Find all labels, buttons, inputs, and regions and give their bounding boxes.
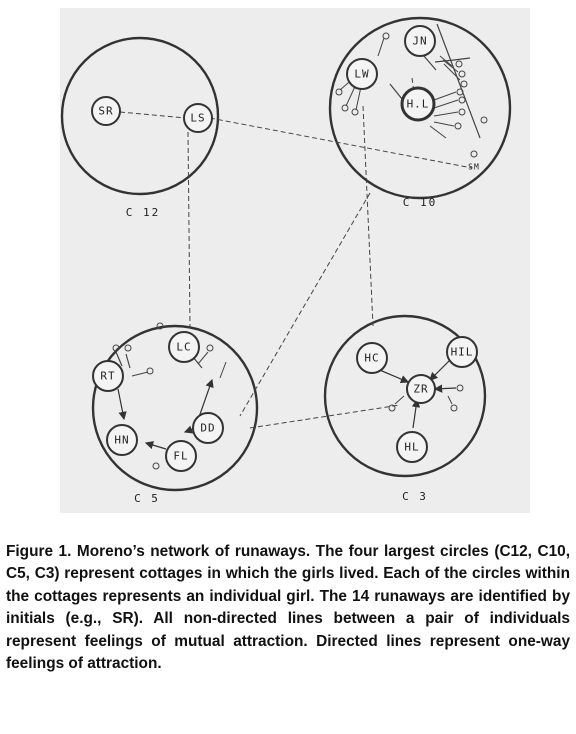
- unnamed-node: [382, 32, 390, 40]
- girl-label-rt: RT: [100, 370, 115, 383]
- unnamed-node: [351, 108, 359, 116]
- unnamed-node: [156, 322, 164, 330]
- unnamed-node: [112, 344, 120, 352]
- figure-caption: Figure 1. Moreno’s network of runaways. …: [6, 543, 570, 673]
- cottage-c10-label: C 10: [403, 196, 438, 209]
- cottage-c3-label: C 3: [402, 490, 428, 503]
- unnamed-node: [341, 104, 349, 112]
- girl-node-rt: [92, 360, 124, 392]
- network-diagram: C 12 C 10 C 5 C 3 SR L: [60, 16, 512, 505]
- girl-node-hn: [106, 424, 138, 456]
- cottage-c10-circle: [328, 16, 512, 200]
- girl-label-fl: FL: [173, 450, 188, 463]
- girl-label-lc: LC: [176, 341, 191, 354]
- unnamed-node: [206, 344, 214, 352]
- girl-label-hl-c10: H.L: [407, 98, 430, 111]
- relation-line: [249, 404, 401, 429]
- girl-node-dd: [192, 412, 224, 444]
- relation-line: [411, 77, 417, 107]
- unnamed-node: [458, 70, 466, 78]
- relation-line: [434, 57, 471, 63]
- network-figure: C 12 C 10 C 5 C 3 SR L: [60, 8, 530, 513]
- unnamed-node: [454, 122, 462, 130]
- relation-line: [429, 55, 461, 139]
- girl-node-jn: [404, 25, 436, 57]
- girl-node-ls: [183, 103, 213, 133]
- girl-label-dd: DD: [200, 422, 215, 435]
- cottage-c12-circle: [60, 36, 220, 196]
- directed-relation-arrow: [144, 441, 167, 450]
- unnamed-node: [480, 116, 488, 124]
- unnamed-node: [146, 367, 154, 375]
- girl-label-ls: LS: [190, 112, 205, 125]
- relation-line: [119, 111, 187, 119]
- unnamed-node: [456, 88, 464, 96]
- girl-label-hn: HN: [114, 434, 129, 447]
- girl-node-hl-c3: [396, 431, 428, 463]
- cottage-c3-circle: [323, 314, 487, 478]
- girl-label-hil: HIL: [451, 346, 474, 359]
- girl-label-hc: HC: [364, 352, 379, 365]
- cottage-c5-label: C 5: [134, 492, 160, 505]
- girl-label-zr: ZR: [413, 383, 428, 396]
- unnamed-node: [470, 150, 478, 158]
- girl-node-lc: [168, 331, 200, 363]
- directed-relation-arrow: [429, 357, 453, 381]
- girl-label-sr: SR: [98, 105, 113, 118]
- directed-relation-arrow: [411, 398, 421, 429]
- relation-line: [436, 23, 481, 139]
- directed-relation-arrow: [117, 388, 127, 421]
- girl-label-hl-c3: HL: [404, 441, 419, 454]
- unnamed-node: [335, 88, 343, 96]
- directed-relation-arrow: [433, 384, 457, 393]
- relation-line: [187, 131, 191, 329]
- unnamed-node: [455, 60, 463, 68]
- girl-node-zr: [406, 374, 436, 404]
- relation-line: [239, 192, 371, 417]
- relation-line: [339, 37, 385, 111]
- unnamed-node: [450, 404, 458, 412]
- girl-node-hl-c10: [400, 86, 436, 122]
- relation-line: [209, 117, 473, 169]
- relation-line: [131, 351, 227, 379]
- directed-relation-arrow: [197, 378, 214, 421]
- relation-line: [362, 105, 374, 327]
- cottage-c5-circle: [91, 324, 259, 492]
- unnamed-node: [458, 96, 466, 104]
- unnamed-node: [152, 462, 160, 470]
- unnamed-node: [460, 80, 468, 88]
- girl-node-hc: [356, 342, 388, 374]
- unnamed-node: [458, 108, 466, 116]
- girl-node-sr: [91, 96, 121, 126]
- girl-node-fl: [165, 440, 197, 472]
- unnamed-node: [456, 384, 464, 392]
- girl-label-jn: JN: [412, 35, 427, 48]
- relation-line: [394, 395, 453, 405]
- unnamed-node: [124, 344, 132, 352]
- girl-label-lw: LW: [354, 68, 369, 81]
- cottage-c12-label: C 12: [126, 206, 161, 219]
- girl-label-sm: SM: [468, 163, 480, 172]
- girl-node-lw: [346, 58, 378, 90]
- unnamed-node: [388, 404, 396, 412]
- girl-node-hil: [446, 336, 478, 368]
